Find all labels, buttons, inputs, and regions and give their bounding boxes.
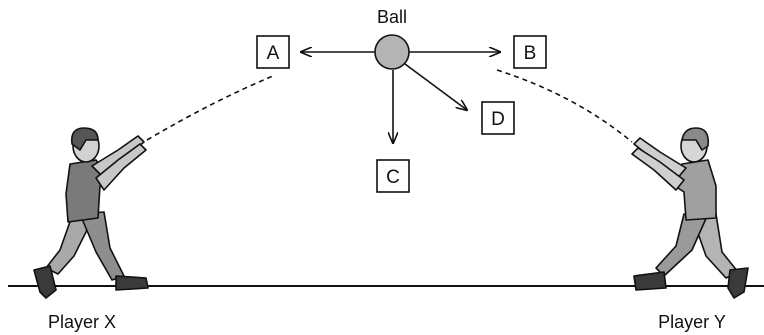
direction-b-label: B [524, 43, 537, 64]
player-y-figure [631, 127, 749, 299]
direction-c: C [376, 159, 410, 193]
player-x-label: Player X [48, 312, 116, 332]
direction-d: D [481, 101, 515, 135]
ball-label: Ball [377, 7, 407, 27]
direction-c-label: C [386, 167, 400, 188]
trajectory-b-to-y [496, 69, 633, 143]
ball [374, 34, 410, 70]
player-x-figure [33, 127, 149, 299]
direction-a-label: A [267, 43, 280, 64]
trajectory-x-to-a [146, 75, 274, 141]
player-y-label: Player Y [658, 312, 726, 332]
direction-d-label: D [491, 109, 505, 130]
arrow-d [404, 63, 467, 110]
direction-b: B [513, 35, 547, 69]
direction-a: A [256, 35, 290, 69]
